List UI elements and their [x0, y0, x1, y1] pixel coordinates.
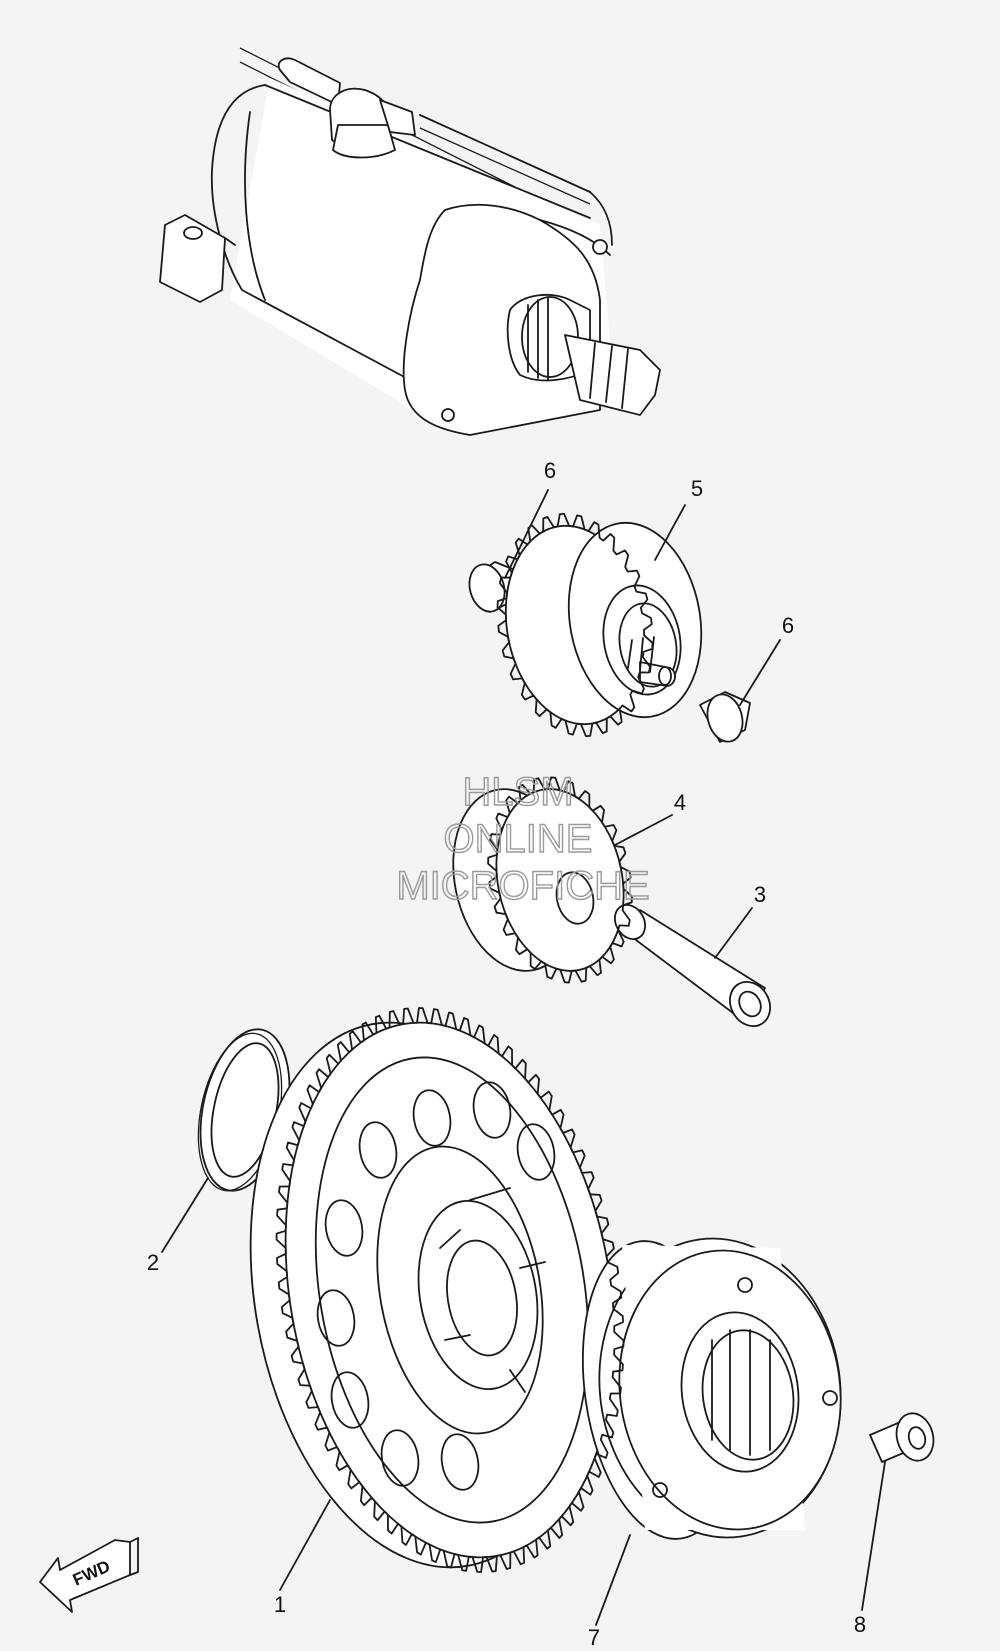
part-1-starter-wheel-gear: [249, 1021, 616, 1569]
callout-6-upper: 6: [544, 458, 556, 483]
gear-4-teeth-outline: [487, 776, 633, 984]
callout-8: 8: [854, 1612, 866, 1637]
part-3-shaft: [614, 904, 771, 1027]
starter-motor: [159, 47, 661, 436]
part-4-gear: [452, 788, 625, 972]
callout-5: 5: [691, 476, 703, 501]
watermark-line-3: MICROFICHE: [396, 864, 649, 908]
leader-lines: [161, 489, 886, 1626]
watermark-line-2: ONLINE: [444, 817, 593, 861]
callout-3: 3: [754, 882, 766, 907]
watermark: HLSM ONLINE MICROFICHE: [396, 769, 651, 908]
gear-1-teeth: [275, 1007, 625, 1573]
gear-4-teeth: [487, 776, 633, 984]
gear-1-teeth-outline: [275, 1007, 625, 1573]
callout-labels: 6 5 6 4 3 2 1 7 8: [147, 458, 866, 1650]
gear-5-teeth: [496, 513, 654, 737]
callout-7: 7: [588, 1625, 600, 1650]
part-8-bolt: [869, 1412, 935, 1463]
gear-5-teeth-outline: [496, 513, 654, 737]
part-6-collar-lower: [699, 691, 751, 743]
part-7-one-way-clutch: [581, 1237, 842, 1540]
callout-6-lower: 6: [782, 613, 794, 638]
fwd-arrow-icon: FWD: [39, 1537, 139, 1613]
callout-2: 2: [147, 1250, 159, 1275]
callout-1: 1: [274, 1592, 286, 1617]
callout-4: 4: [674, 790, 686, 815]
watermark-line-1: HLSM: [462, 770, 573, 814]
gear-teeth: [275, 513, 654, 1573]
part-5-idler-gear: [504, 521, 703, 726]
